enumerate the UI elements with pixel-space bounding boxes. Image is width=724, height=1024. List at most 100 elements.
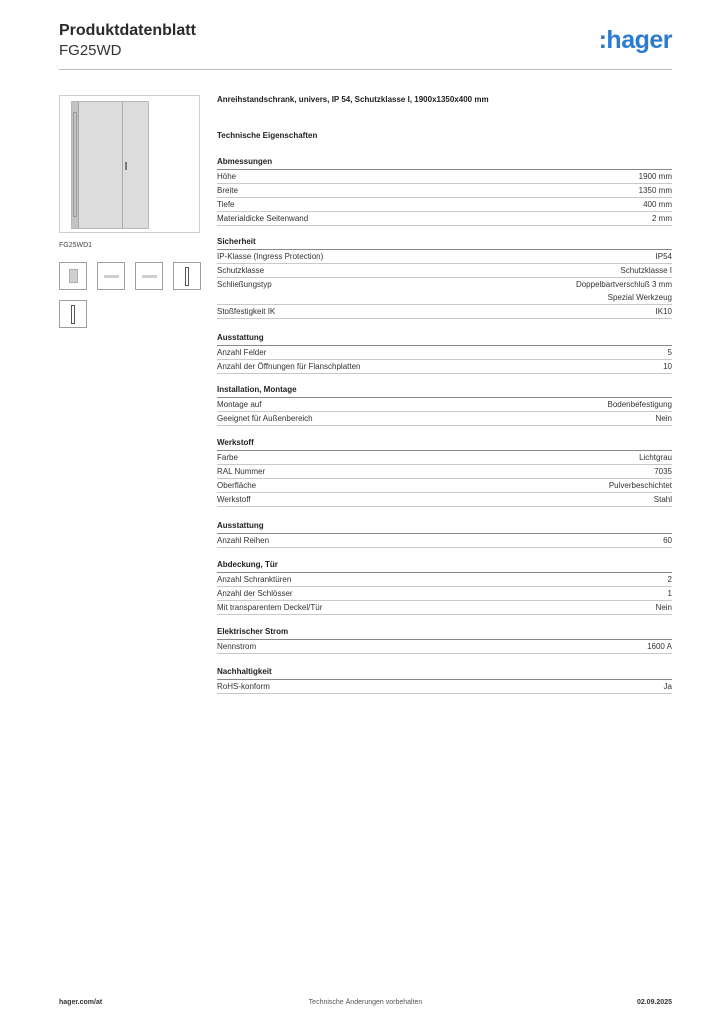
spec-section-title: Abdeckung, Tür [217,560,672,573]
spec-row: Breite 1350 mm [217,184,672,198]
footer-website: hager.com/at [59,999,103,1006]
cabinet-illustration [71,101,149,229]
spec-value: 400 mm [643,198,672,211]
spec-row: Montage auf Bodenbefestigung [217,398,672,412]
thumbnail-side-view[interactable] [173,262,201,290]
product-image [59,95,200,233]
spec-value-line: 10 [663,362,672,371]
spec-value: Lichtgrau [639,451,672,464]
spec-section-title: Abmessungen [217,157,672,170]
product-description: Anreihstandschrank, univers, IP 54, Schu… [217,95,489,104]
spec-value: Ja [664,680,672,693]
spec-value: IP54 [656,250,672,263]
spec-value-line: Nein [655,603,672,612]
spec-value: Bodenbefestigung [608,398,673,411]
spec-value: IK10 [656,305,672,318]
product-details: Anreihstandschrank, univers, IP 54, Schu… [217,95,672,140]
spec-value-line: 1350 mm [638,186,672,195]
spec-label: Oberfläche [217,481,257,490]
spec-value: 5 [668,346,672,359]
spec-value: Pulverbeschichtet [609,479,672,492]
spec-row: Anzahl der Schlösser 1 [217,587,672,601]
spec-row: IP-Klasse (Ingress Protection) IP54 [217,250,672,264]
thumbnail-side-view-2[interactable] [59,300,87,328]
spec-value: 1 [668,587,672,600]
spec-value-line: 5 [667,348,672,357]
spec-label: RAL Nummer [217,467,266,476]
spec-value-line: Lichtgrau [639,453,672,462]
spec-label: Anzahl Felder [217,348,267,357]
product-code: FG25WD [59,42,122,59]
spec-value-line: 2 [667,575,672,584]
spec-section-title: Ausstattung [217,521,672,534]
spec-value-line-2: Spezial Werkzeug [607,293,672,302]
spec-row: Anzahl Schranktüren 2 [217,573,672,587]
spec-value-line: 7035 [654,467,672,476]
spec-label: Anzahl Schranktüren [217,575,292,584]
spec-section-title: Sicherheit [217,237,672,250]
spec-value: Schutzklasse I [620,264,672,277]
spec-value: 7035 [654,465,672,478]
thumbnail-top-view[interactable] [97,262,125,290]
spec-value: 2 mm [652,212,672,225]
spec-value-line: 2 mm [652,214,672,223]
spec-value-line: Nein [655,414,672,423]
spec-label: RoHS-konform [217,682,270,691]
spec-row: Höhe 1900 mm [217,170,672,184]
spec-value-line: 400 mm [643,200,672,209]
spec-section-title: Installation, Montage [217,385,672,398]
spec-value-line: 60 [663,536,672,545]
spec-label: Höhe [217,172,237,181]
spec-label: Tiefe [217,200,235,209]
spec-value-line: 1900 mm [638,172,672,181]
spec-value-line: IP54 [655,252,672,261]
spec-value-line: IK10 [655,307,672,316]
spec-value: 2 [668,573,672,586]
spec-section-title: Ausstattung [217,333,672,346]
hager-logo: :hager [598,26,673,54]
spec-label: Geeignet für Außenbereich [217,414,313,423]
spec-value: 1600 A [647,640,672,653]
spec-row: Oberfläche Pulverbeschichtet [217,479,672,493]
spec-value: 1900 mm [639,170,672,183]
thumbnail-front-view[interactable] [59,262,87,290]
spec-label: Anzahl der Öffnungen für Flanschplatten [217,362,361,371]
spec-label: Montage auf [217,400,262,409]
spec-row: Geeignet für Außenbereich Nein [217,412,672,426]
thumbnail-bottom-view[interactable] [135,262,163,290]
spec-value-line: 1600 A [647,642,672,651]
image-caption: FG25WD1 [59,242,93,249]
spec-row: RAL Nummer 7035 [217,465,672,479]
spec-label: Anzahl der Schlösser [217,589,293,598]
spec-label: Anzahl Reihen [217,536,270,545]
footer-date: 02.09.2025 [636,999,672,1006]
spec-row: Tiefe 400 mm [217,198,672,212]
spec-value: 1350 mm [639,184,672,197]
footer-notice: Technische Änderungen vorbehalten [308,999,423,1006]
spec-value: 10 [663,360,672,373]
spec-value-line: Pulverbeschichtet [608,481,672,490]
spec-label: Breite [217,186,238,195]
spec-label: IP-Klasse (Ingress Protection) [217,252,324,261]
spec-row: Anzahl der Öffnungen für Flanschplatten 1… [217,360,672,374]
spec-row: Anzahl Reihen 60 [217,534,672,548]
page-title: Produktdatenblatt [59,22,196,39]
technical-properties-heading: Technische Eigenschaften [217,131,318,140]
spec-value: 60 [663,534,672,547]
